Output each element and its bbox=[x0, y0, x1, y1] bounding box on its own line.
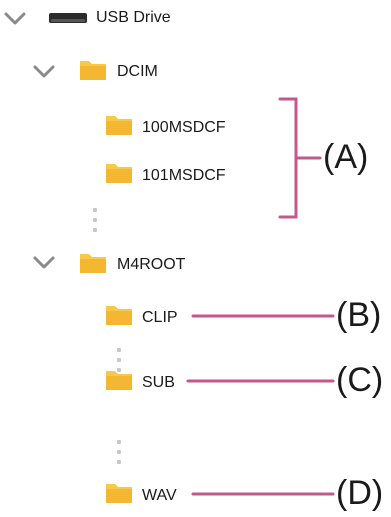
folder-icon bbox=[106, 164, 132, 183]
usb-drive-icon bbox=[49, 13, 87, 23]
ellipsis-dots bbox=[93, 208, 97, 232]
callout-marker-d: (D) bbox=[336, 474, 384, 512]
folder-icon bbox=[106, 371, 132, 390]
folder-label-sub[interactable]: SUB bbox=[142, 374, 175, 391]
chevron-down-icon[interactable] bbox=[33, 65, 55, 78]
folder-label-m4root[interactable]: M4ROOT bbox=[117, 256, 186, 273]
folder-label-wav[interactable]: WAV bbox=[142, 487, 177, 504]
callout-bracket-a bbox=[278, 97, 322, 219]
callout-marker-b: (B) bbox=[336, 296, 382, 334]
folder-icon bbox=[80, 254, 106, 273]
callout-marker-c: (C) bbox=[336, 361, 384, 399]
chevron-down-icon[interactable] bbox=[4, 12, 26, 25]
folder-icon bbox=[80, 61, 106, 80]
folder-label-dcim[interactable]: DCIM bbox=[117, 63, 158, 80]
chevron-down-icon[interactable] bbox=[33, 256, 55, 269]
callout-marker-a: (A) bbox=[323, 138, 369, 176]
folder-label-101msdcf[interactable]: 101MSDCF bbox=[142, 167, 226, 184]
folder-label-100msdcf[interactable]: 100MSDCF bbox=[142, 119, 226, 136]
folder-label-clip[interactable]: CLIP bbox=[142, 309, 178, 326]
usb-drive-label[interactable]: USB Drive bbox=[96, 9, 171, 26]
folder-icon bbox=[106, 116, 132, 135]
ellipsis-dots bbox=[117, 348, 121, 372]
folder-icon bbox=[106, 484, 132, 503]
folder-icon bbox=[106, 306, 132, 325]
ellipsis-dots bbox=[117, 440, 121, 464]
